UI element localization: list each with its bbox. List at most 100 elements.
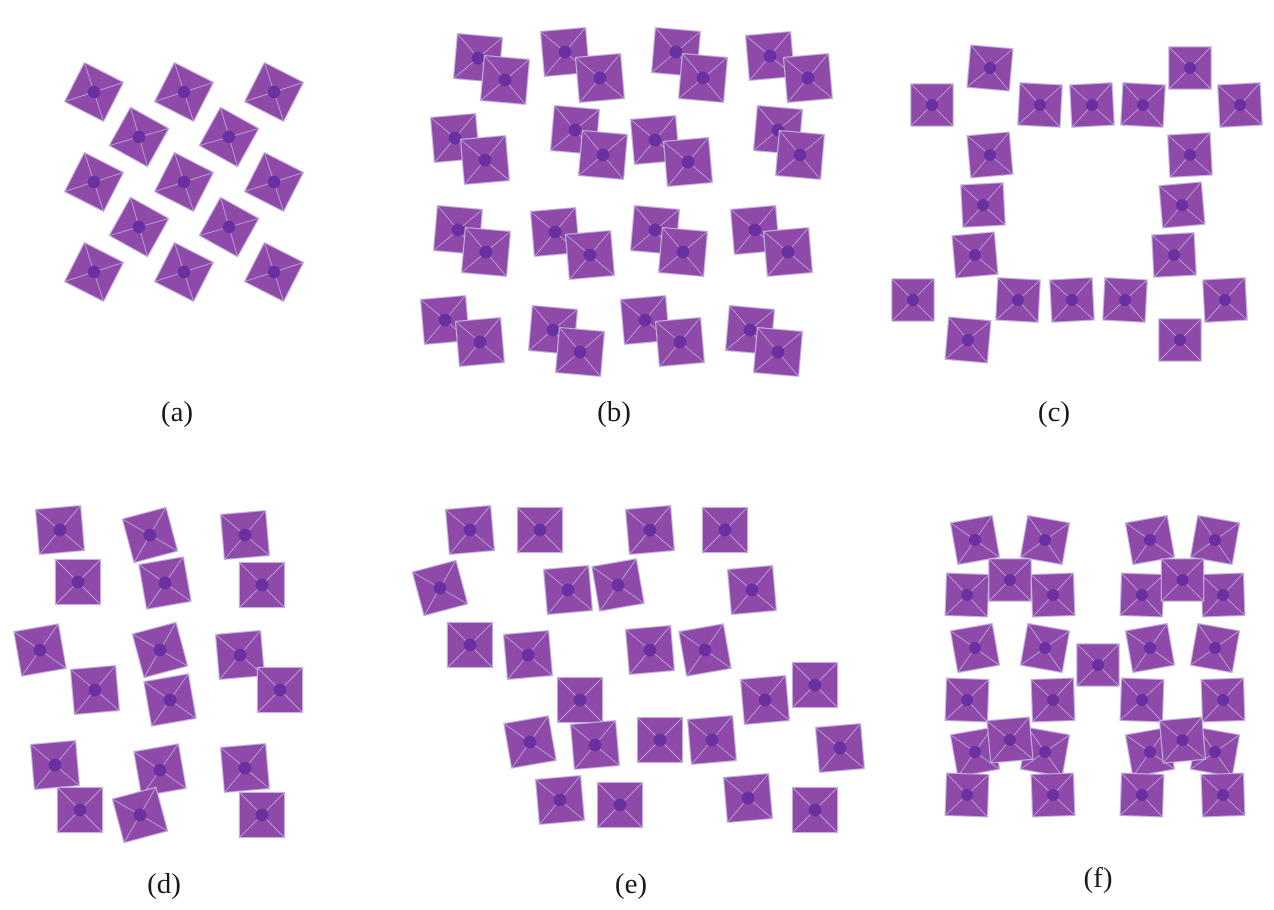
- octahedron-shape: [1158, 716, 1207, 764]
- octahedron-shape: [214, 629, 266, 681]
- octahedron-shape: [108, 196, 170, 258]
- octahedron-shape: [454, 316, 506, 368]
- octahedron-shape: [1102, 277, 1148, 323]
- octahedron-shape: [1168, 46, 1212, 90]
- octahedron-shape: [1119, 677, 1165, 723]
- octahedron-shape: [1217, 82, 1263, 128]
- octahedron-shape: [686, 714, 738, 766]
- octahedron-shape: [569, 719, 621, 771]
- octahedron-shape: [1030, 677, 1076, 723]
- octahedron-shape: [243, 151, 305, 213]
- octahedron-shape: [739, 674, 791, 726]
- octahedron-shape: [949, 622, 1001, 674]
- panel-e: [411, 504, 866, 834]
- octahedron-shape: [198, 106, 260, 168]
- panel-label-e: (e): [615, 868, 647, 900]
- octahedron-shape: [636, 716, 684, 764]
- octahedron-shape: [554, 326, 606, 378]
- octahedron-shape: [1189, 622, 1241, 674]
- octahedron-shape: [774, 129, 826, 181]
- panel-c: [891, 44, 1263, 364]
- panel-b: [419, 26, 834, 378]
- octahedron-shape: [949, 514, 1001, 566]
- octahedron-shape: [762, 226, 814, 278]
- octahedron-shape: [153, 151, 215, 213]
- panel-label-c: (c): [1038, 396, 1070, 428]
- octahedron-shape: [791, 661, 839, 709]
- octahedron-shape: [108, 106, 170, 168]
- octahedron-shape: [1076, 643, 1120, 687]
- octahedron-shape: [564, 229, 616, 281]
- octahedron-shape: [238, 791, 286, 839]
- panel-label-b: (b): [597, 396, 631, 428]
- octahedron-shape: [1069, 82, 1115, 128]
- octahedron-shape: [782, 52, 834, 104]
- octahedron-shape: [13, 623, 67, 677]
- octahedron-shape: [479, 54, 531, 106]
- octahedron-shape: [1124, 514, 1176, 566]
- octahedron-shape: [1030, 772, 1076, 818]
- octahedron-shape: [1202, 277, 1248, 323]
- octahedron-shape: [701, 506, 749, 554]
- octahedron-shape: [944, 677, 990, 723]
- octahedron-shape: [63, 241, 125, 303]
- octahedron-shape: [949, 726, 1001, 778]
- octahedron-shape: [54, 558, 102, 606]
- octahedron-shape: [131, 621, 189, 679]
- panel-label-d: (d): [147, 868, 181, 900]
- panel-a: [63, 61, 305, 303]
- octahedron-shape: [63, 151, 125, 213]
- octahedron-shape: [138, 556, 192, 610]
- octahedron-shape: [1017, 82, 1063, 128]
- octahedron-shape: [411, 559, 469, 617]
- octahedron-shape: [1019, 622, 1071, 674]
- octahedron-shape: [198, 196, 260, 258]
- octahedron-shape: [995, 277, 1041, 323]
- octahedron-shape: [1160, 558, 1205, 602]
- octahedron-shape: [1158, 181, 1206, 229]
- octahedron-shape: [1120, 82, 1166, 128]
- octahedron-shape: [1189, 514, 1241, 566]
- octahedron-shape: [503, 715, 557, 769]
- panel-label-f: (f): [1084, 862, 1113, 894]
- octahedron-shape: [1019, 514, 1071, 566]
- octahedron-shape: [744, 30, 796, 82]
- octahedron-shape: [219, 509, 271, 561]
- octahedron-shape: [988, 558, 1032, 602]
- octahedron-shape: [966, 131, 1014, 179]
- octahedron-shape: [1200, 772, 1246, 818]
- octahedron-shape: [238, 561, 286, 609]
- octahedron-shape: [133, 743, 187, 797]
- octahedron-shape: [29, 739, 81, 791]
- octahedron-shape: [1119, 572, 1165, 618]
- octahedron-shape: [944, 772, 990, 818]
- octahedron-shape: [722, 772, 774, 824]
- octahedron-shape: [243, 241, 305, 303]
- octahedron-shape: [654, 316, 706, 368]
- octahedron-shape: [460, 226, 512, 278]
- octahedron-shape: [1151, 232, 1197, 278]
- octahedron-shape: [111, 786, 169, 844]
- octahedron-shape: [1049, 277, 1095, 323]
- octahedron-shape: [986, 716, 1034, 764]
- octahedron-shape: [910, 83, 954, 127]
- octahedron-shape: [966, 44, 1014, 92]
- octahedron-shape: [556, 676, 604, 724]
- octahedron-shape: [63, 61, 125, 123]
- octahedron-shape: [516, 506, 564, 554]
- octahedron-shape: [243, 61, 305, 123]
- octahedron-shape: [624, 624, 676, 676]
- octahedron-shape: [814, 722, 866, 774]
- octahedron-shape: [1019, 726, 1071, 778]
- octahedron-shape: [534, 774, 586, 826]
- panel-f: [944, 514, 1246, 818]
- octahedron-shape: [459, 134, 511, 186]
- octahedron-shape: [69, 664, 121, 716]
- octahedron-shape: [678, 623, 732, 677]
- octahedron-shape: [951, 231, 999, 279]
- octahedron-shape: [596, 781, 644, 829]
- octahedron-shape: [143, 673, 197, 727]
- octahedron-shape: [1200, 677, 1246, 723]
- panel-label-a: (a): [161, 396, 193, 428]
- octahedron-shape: [1158, 318, 1202, 362]
